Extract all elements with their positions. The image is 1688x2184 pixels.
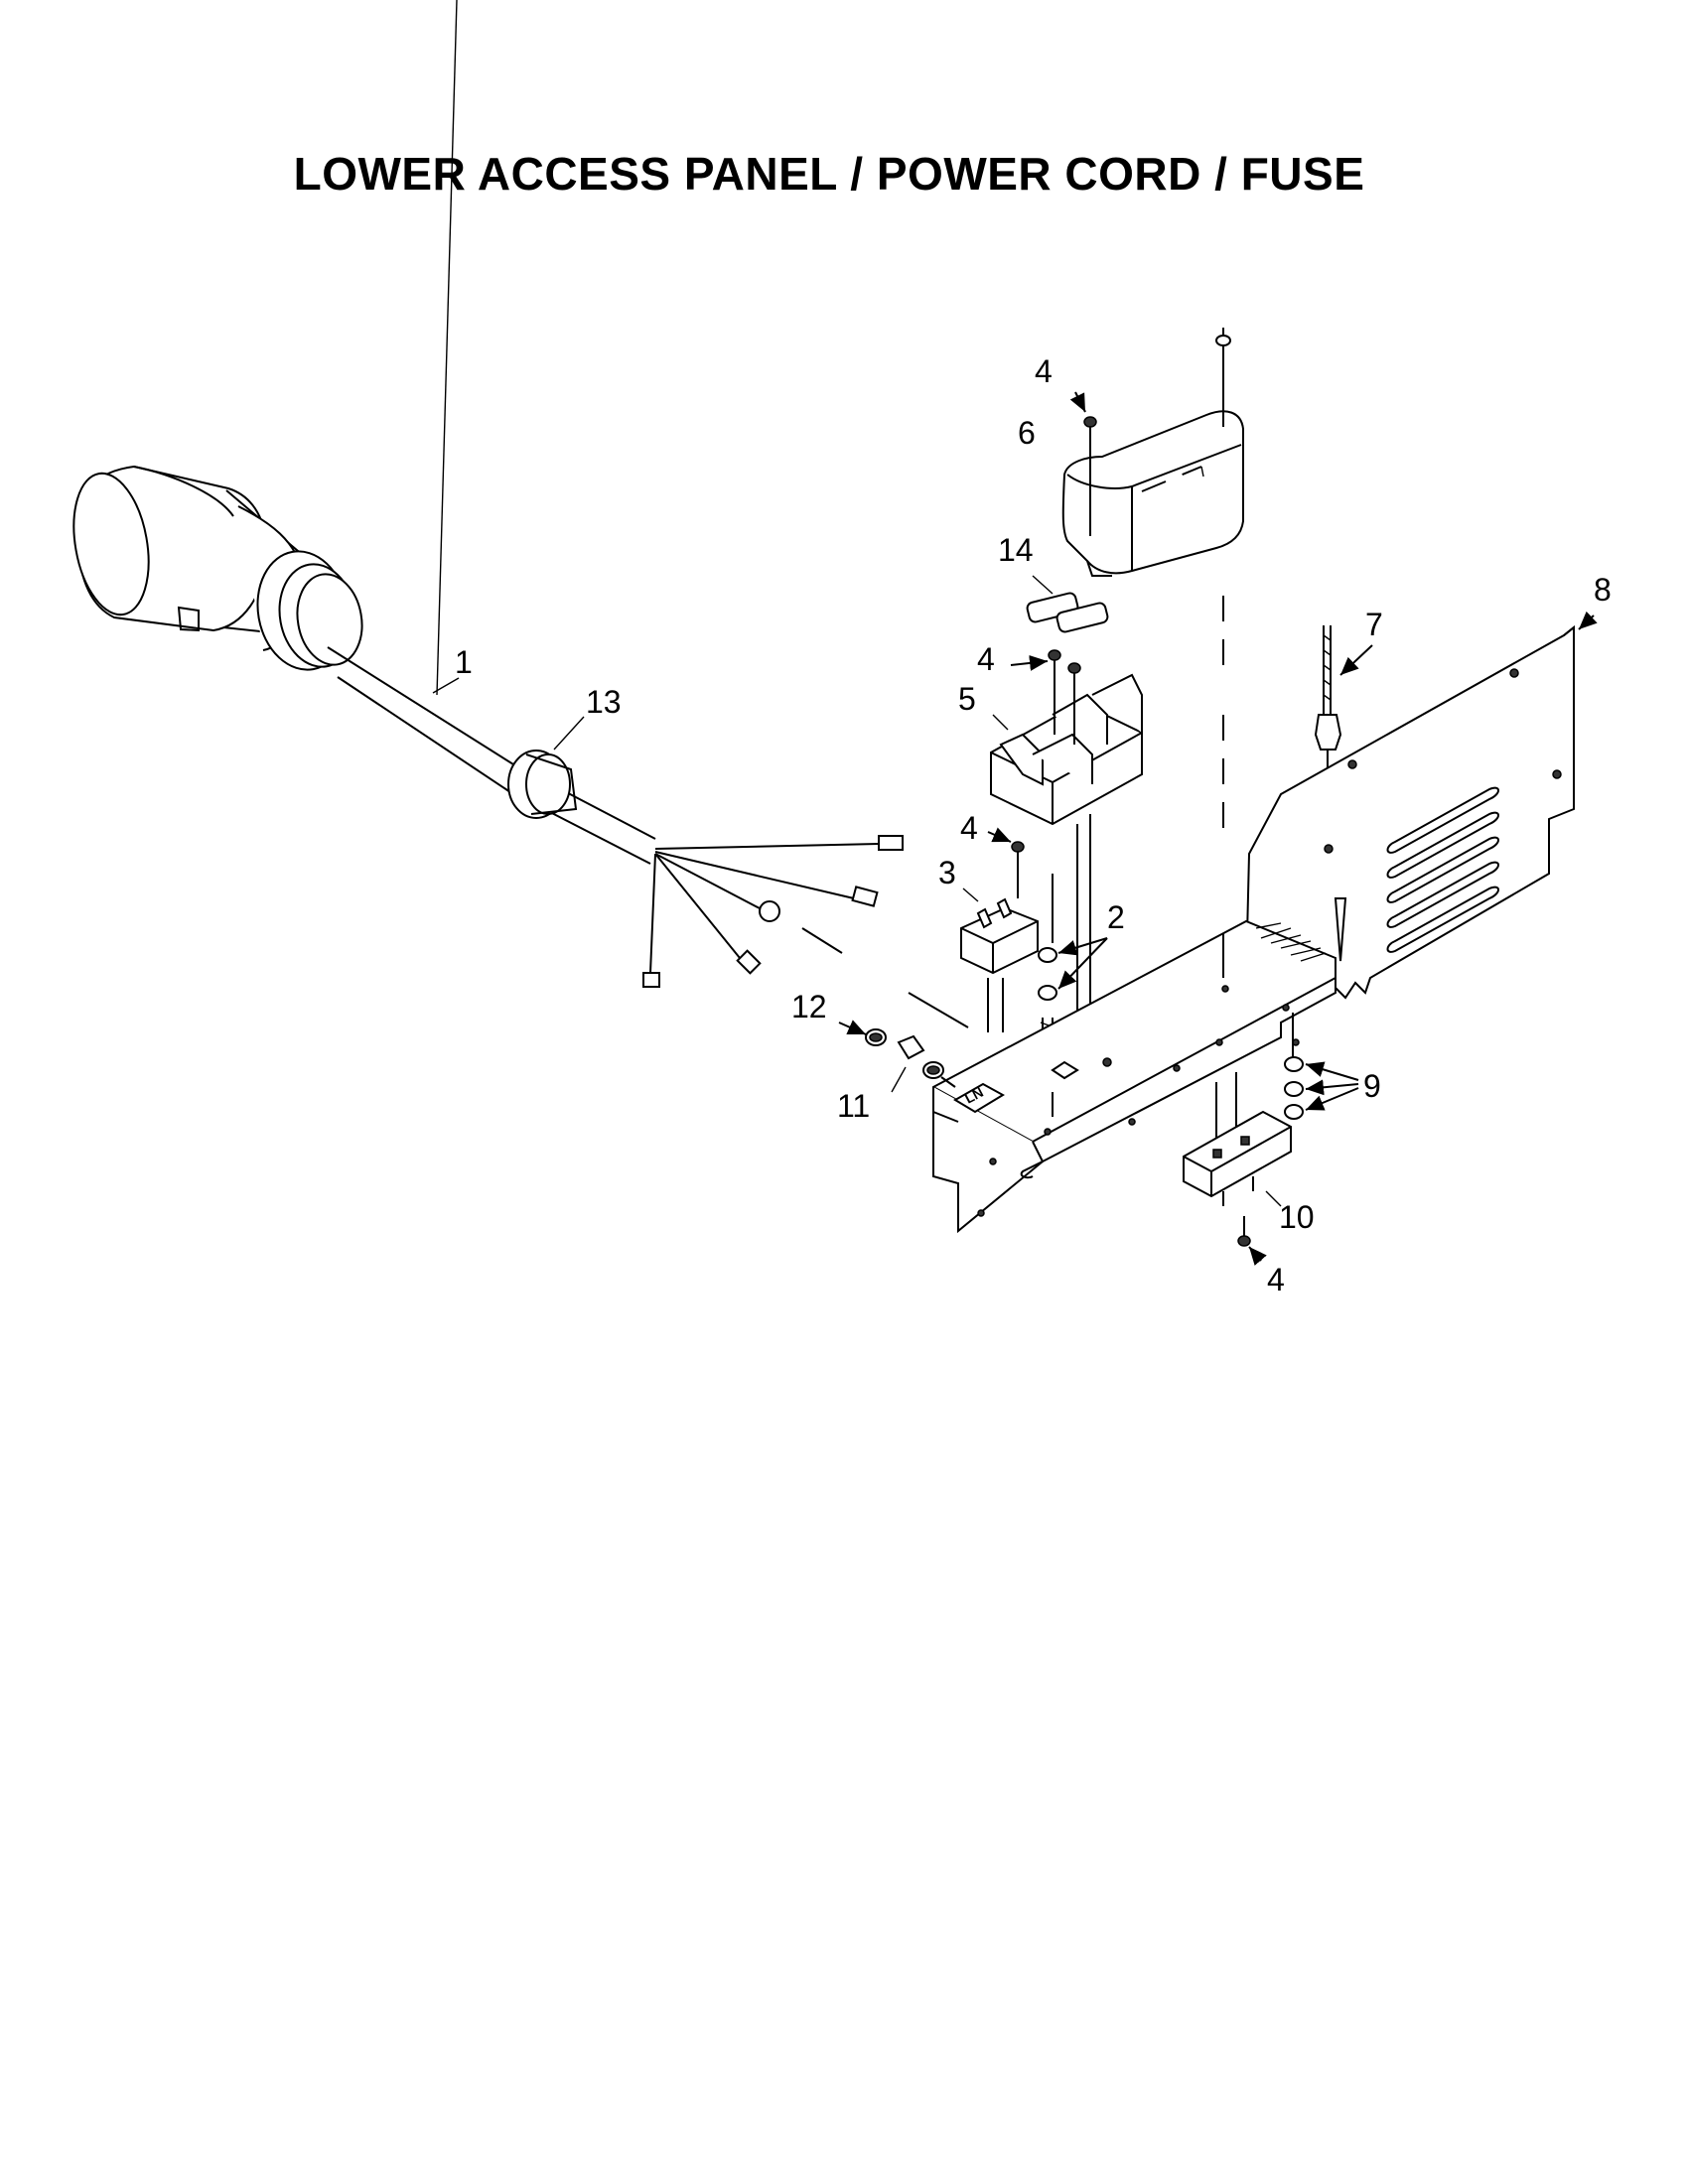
- callout-10: 10: [1279, 1199, 1315, 1235]
- small-nuts: [838, 1020, 956, 1093]
- callout-9: 9: [1363, 1068, 1381, 1104]
- fuse-cover: [1061, 328, 1244, 577]
- callout-11: 11: [837, 1088, 870, 1124]
- callout-14: 14: [998, 532, 1034, 568]
- callout-2: 2: [1107, 899, 1125, 935]
- terminal-block: [960, 827, 1039, 1032]
- callout-4-block: 4: [960, 810, 978, 846]
- callout-1: 1: [455, 644, 473, 680]
- callout-labels: 1 2 3 4 4 4 4 5 6 7 8 9 10 11 12 13 14: [455, 353, 1612, 1297]
- power-cord-plug: [72, 0, 656, 865]
- fuse-holder: [990, 649, 1143, 1037]
- cord-wire-leads: [642, 835, 969, 1028]
- callout-13: 13: [586, 684, 622, 720]
- callout-5: 5: [958, 681, 976, 717]
- plate-marking: LN: [962, 1084, 986, 1107]
- page-title: LOWER ACCESS PANEL / POWER CORD / FUSE: [293, 148, 1365, 200]
- strain-relief-bushing: [507, 750, 578, 819]
- callout-4-bottom: 4: [1267, 1262, 1285, 1297]
- callout-leaders: [432, 677, 585, 751]
- callout-7: 7: [1365, 607, 1383, 642]
- base-plate: LN: [932, 596, 1336, 1234]
- callout-8: 8: [1594, 572, 1612, 608]
- callout-4-top: 4: [1035, 353, 1053, 389]
- callout-6: 6: [1018, 415, 1036, 451]
- callout-3: 3: [938, 855, 956, 890]
- fuses: [1026, 575, 1109, 633]
- callout-12: 12: [791, 989, 827, 1024]
- cable-tie: [1314, 625, 1373, 839]
- terminal-strip: [1183, 1110, 1292, 1266]
- screw-top: [1069, 391, 1097, 536]
- callout-4-holder: 4: [977, 641, 995, 677]
- nuts-group: [1284, 1056, 1359, 1120]
